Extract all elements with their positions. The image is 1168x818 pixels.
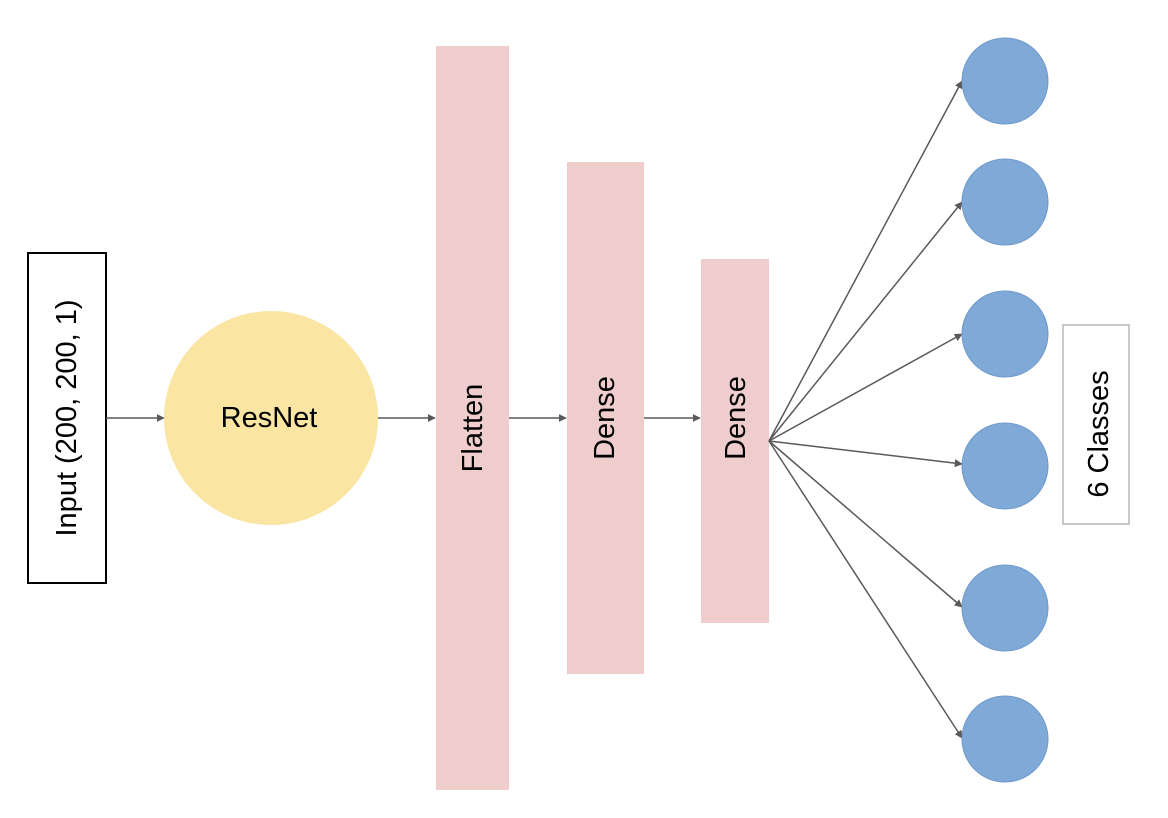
arrow-to-output-node-6 <box>768 440 963 739</box>
input-label: Input (200, 200, 1) <box>51 300 83 537</box>
classes-box: 6 Classes <box>1062 324 1130 525</box>
output-node-6 <box>961 695 1049 783</box>
input-box: Input (200, 200, 1) <box>27 252 107 584</box>
output-nodes <box>961 37 1049 783</box>
resnet-circle <box>164 311 378 525</box>
dense-layer-2: Dense <box>701 259 769 623</box>
dense-2-label: Dense <box>720 376 752 460</box>
resnet-block: ResNet <box>164 311 378 525</box>
flatten-rect <box>436 46 509 790</box>
classes-box-border <box>1062 324 1130 525</box>
arrow-to-output-node-3 <box>768 333 963 442</box>
output-connections <box>768 80 963 739</box>
arrow-to-output-node-5 <box>768 440 963 608</box>
output-node-1 <box>961 37 1049 125</box>
dense-1-rect <box>567 162 644 674</box>
resnet-label: ResNet <box>221 402 318 434</box>
flatten-layer: Flatten <box>436 46 509 790</box>
output-node-2 <box>961 158 1049 246</box>
input-box-border <box>27 252 107 584</box>
arrow-to-output-node-4 <box>768 440 963 468</box>
flatten-label: Flatten <box>457 384 489 473</box>
arrow-to-output-node-1 <box>768 80 963 442</box>
output-node-3 <box>961 290 1049 378</box>
classes-label: 6 Classes <box>1083 370 1115 497</box>
dense-2-rect <box>701 259 769 623</box>
output-node-5 <box>961 564 1049 652</box>
dense-layer-1: Dense <box>567 162 644 674</box>
dense-1-label: Dense <box>589 376 621 460</box>
arrow-to-output-node-2 <box>768 201 963 442</box>
output-node-4 <box>961 422 1049 510</box>
